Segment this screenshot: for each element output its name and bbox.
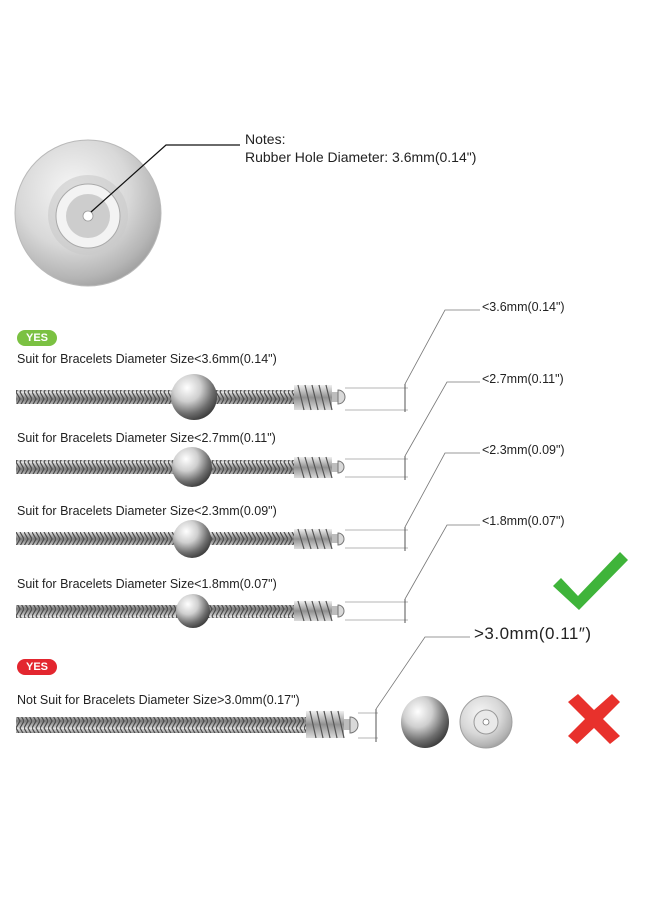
checkmark-icon [553, 552, 628, 610]
row-label-1: Suit for Bracelets Diameter Size<3.6mm(0… [17, 352, 277, 366]
bracelet-row-not-suit [16, 636, 513, 749]
bracelet-row-2 [16, 381, 480, 487]
rubber-bead-photo [14, 139, 162, 287]
dimension-label-not-suit: >3.0mm(0.11″) [474, 624, 592, 643]
notes-line: Rubber Hole Diameter: 3.6mm(0.14") [245, 149, 477, 165]
yes-badge-suit: YES [17, 330, 57, 346]
yes-badge-not-suit: YES [17, 659, 57, 675]
row-label-2: Suit for Bracelets Diameter Size<2.7mm(0… [17, 431, 276, 445]
bracelet-row-4 [16, 524, 480, 628]
bracelet-row-3 [16, 452, 480, 558]
notes-title: Notes: [245, 131, 286, 147]
dimension-label-4: <1.8mm(0.07") [482, 514, 565, 528]
row-label-4: Suit for Bracelets Diameter Size<1.8mm(0… [17, 577, 277, 591]
notes-block: Notes: Rubber Hole Diameter: 3.6mm(0.14"… [245, 130, 476, 166]
dimension-label-3: <2.3mm(0.09") [482, 443, 565, 457]
row-label-3: Suit for Bracelets Diameter Size<2.3mm(0… [17, 504, 277, 518]
row-label-not-suit: Not Suit for Bracelets Diameter Size>3.0… [17, 693, 300, 707]
dimension-label-1: <3.6mm(0.14") [482, 300, 565, 314]
bracelet-row-1 [16, 309, 480, 420]
cross-icon [568, 694, 620, 744]
dimension-label-2: <2.7mm(0.11") [482, 372, 564, 386]
